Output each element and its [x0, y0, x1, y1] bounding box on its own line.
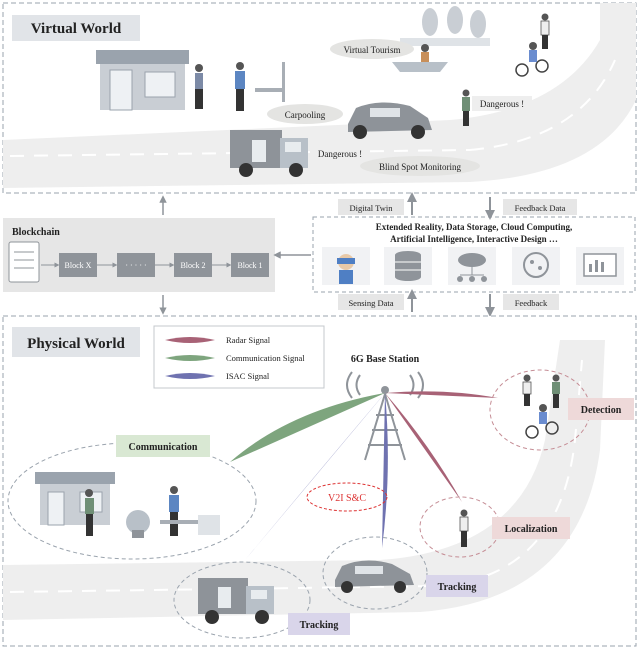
plant-icon — [126, 510, 150, 538]
services-line-1: Extended Reality, Data Storage, Cloud Co… — [376, 222, 573, 232]
sensing-data-label: Sensing Data — [348, 298, 393, 308]
block-x: Block X — [65, 261, 92, 270]
services-panel: Extended Reality, Data Storage, Cloud Co… — [312, 216, 636, 293]
cyclist-icon — [515, 42, 549, 77]
physical-road — [3, 340, 605, 620]
legend-radar: Radar Signal — [165, 335, 271, 345]
dangerous-truck-label: Dangerous ! — [318, 149, 362, 159]
person-icon — [195, 64, 203, 109]
person-icon — [85, 489, 94, 536]
person-icon — [235, 62, 245, 111]
virtual-tourism-label: Virtual Tourism — [344, 45, 401, 55]
localization-label: Localization — [505, 524, 558, 535]
cyclist-icon — [525, 404, 559, 439]
services-line-2: Artificial Intelligence, Interactive Des… — [390, 234, 558, 244]
radar-beam-localization — [385, 393, 462, 502]
v2i-label: V2I S&C — [328, 493, 366, 504]
legend-communication-label: Communication Signal — [226, 353, 305, 363]
legend-radar-label: Radar Signal — [226, 335, 271, 345]
trees-icon — [400, 6, 490, 46]
radar-beam-detection — [385, 391, 498, 398]
physical-world-panel: Physical World Radar Signal Communicatio… — [2, 315, 637, 647]
ledger-icon — [8, 241, 40, 283]
feedback-label: Feedback — [515, 298, 548, 308]
boat-icon — [392, 44, 448, 72]
virtual-world-title: Virtual World — [31, 21, 122, 37]
base-station-label: 6G Base Station — [351, 354, 420, 365]
carpooling-label: Carpooling — [285, 110, 326, 120]
dangerous-car-label: Dangerous ! — [480, 99, 524, 109]
virtual-road — [3, 3, 636, 188]
truck-icon — [230, 130, 308, 177]
block-1: Block 1 — [237, 261, 262, 270]
car-icon — [348, 102, 432, 139]
block-2: Block 2 — [180, 261, 205, 270]
detection-label: Detection — [581, 405, 622, 416]
tracking-car-label: Tracking — [438, 582, 477, 593]
blind-spot-label: Blind Spot Monitoring — [379, 162, 462, 172]
bench-icon — [255, 62, 285, 102]
communication-label: Communication — [129, 442, 198, 453]
blockchain-panel: Blockchain Block X · · · · · Block 2 Blo… — [3, 218, 275, 292]
car-icon — [335, 560, 414, 593]
physical-world-title: Physical World — [27, 336, 125, 352]
tracking-truck-label: Tracking — [300, 620, 339, 631]
feedback-data-label: Feedback Data — [515, 203, 566, 213]
vr-headset-icon — [322, 247, 370, 285]
cloud-network-icon — [448, 247, 496, 285]
database-icon — [384, 247, 432, 285]
isac-beam-truck — [245, 393, 385, 560]
ai-brain-icon — [512, 247, 560, 285]
bench-icon — [160, 515, 220, 535]
truck-icon — [198, 578, 274, 624]
legend-isac: ISAC Signal — [165, 371, 270, 381]
digital-twin-label: Digital Twin — [350, 203, 394, 213]
analytics-monitor-icon — [576, 247, 624, 285]
shop-icon — [96, 50, 189, 111]
communication-beam — [230, 393, 385, 462]
isac-beam-car — [382, 393, 388, 548]
pedestrian-icon — [552, 374, 560, 408]
blockchain-title: Blockchain — [12, 227, 60, 238]
shop-icon — [35, 472, 115, 526]
pedestrian-icon — [462, 89, 470, 126]
virtual-world-panel: Virtual World — [2, 2, 637, 194]
block-ellipsis: · · · · · — [125, 261, 146, 270]
legend-communication: Communication Signal — [165, 353, 305, 363]
pedestrian-icon — [522, 374, 532, 406]
legend-isac-label: ISAC Signal — [226, 371, 270, 381]
pedestrian-icon — [540, 13, 550, 49]
pedestrian-icon — [459, 509, 469, 547]
